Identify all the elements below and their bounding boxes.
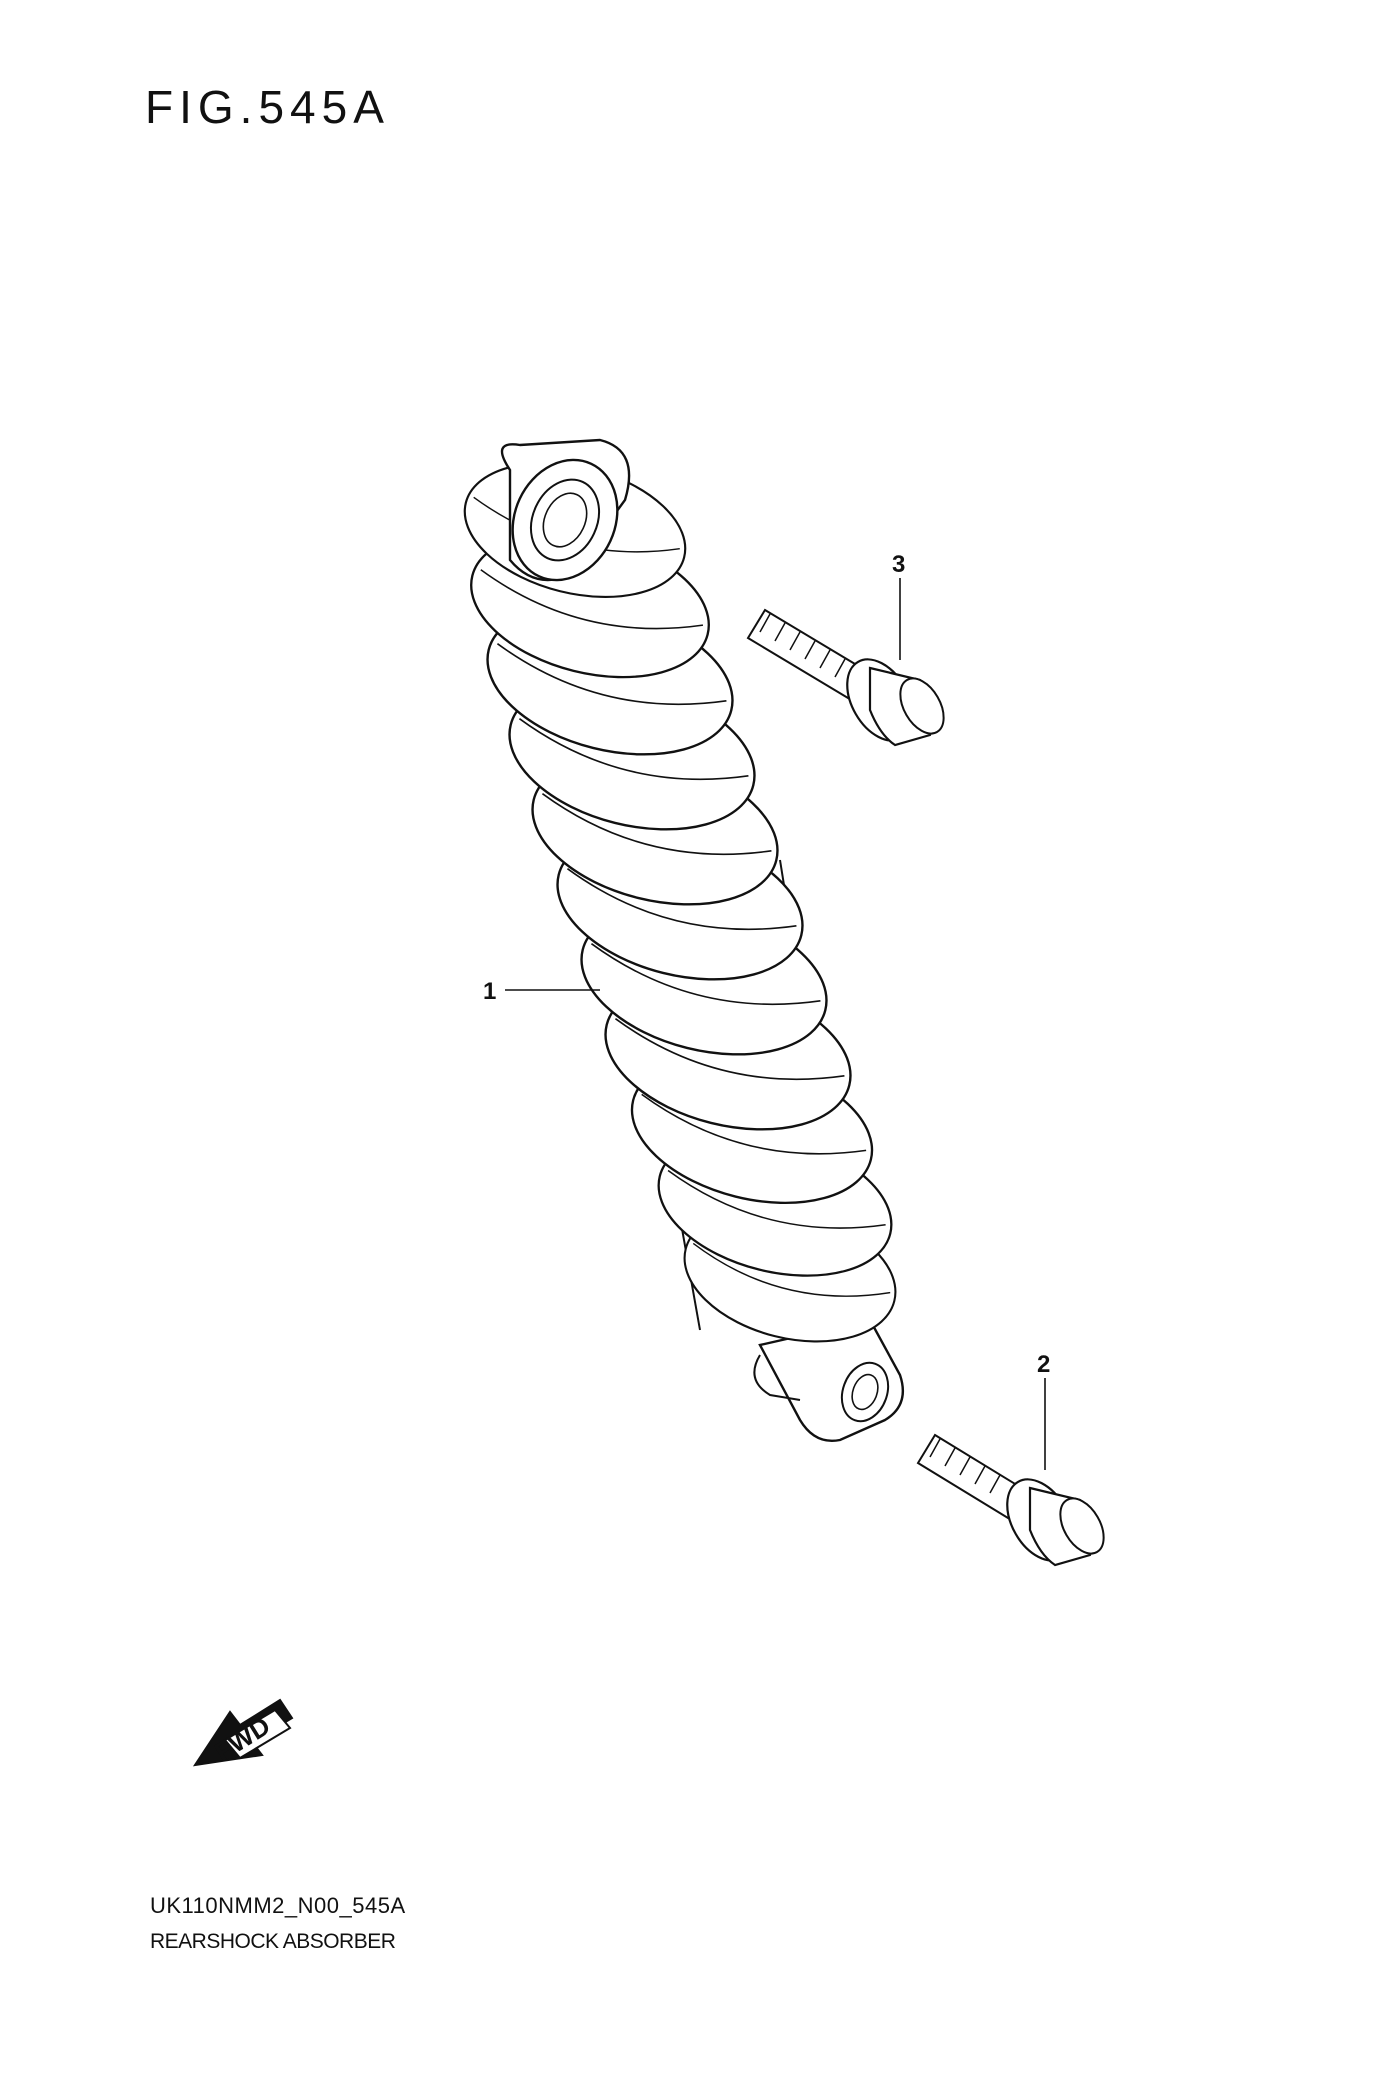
lower-mount-eye [753,1318,905,1442]
callout-number-1: 1 [483,978,496,1005]
upper-mount-eye [500,438,631,582]
shock-absorber [449,438,911,1442]
fwd-arrow-icon: FWD [192,1698,294,1767]
upper-bolt [746,608,945,747]
lower-bolt [916,1433,1105,1567]
diagram-code: UK110NMM2_N00_545A [150,1893,406,1918]
figure-title: FIG.545A [145,81,390,133]
callout-number-3: 3 [892,551,905,578]
callout-number-2: 2 [1037,1351,1050,1378]
spring-coils [449,440,911,1364]
diagram-description: REARSHOCK ABSORBER [150,1930,396,1953]
